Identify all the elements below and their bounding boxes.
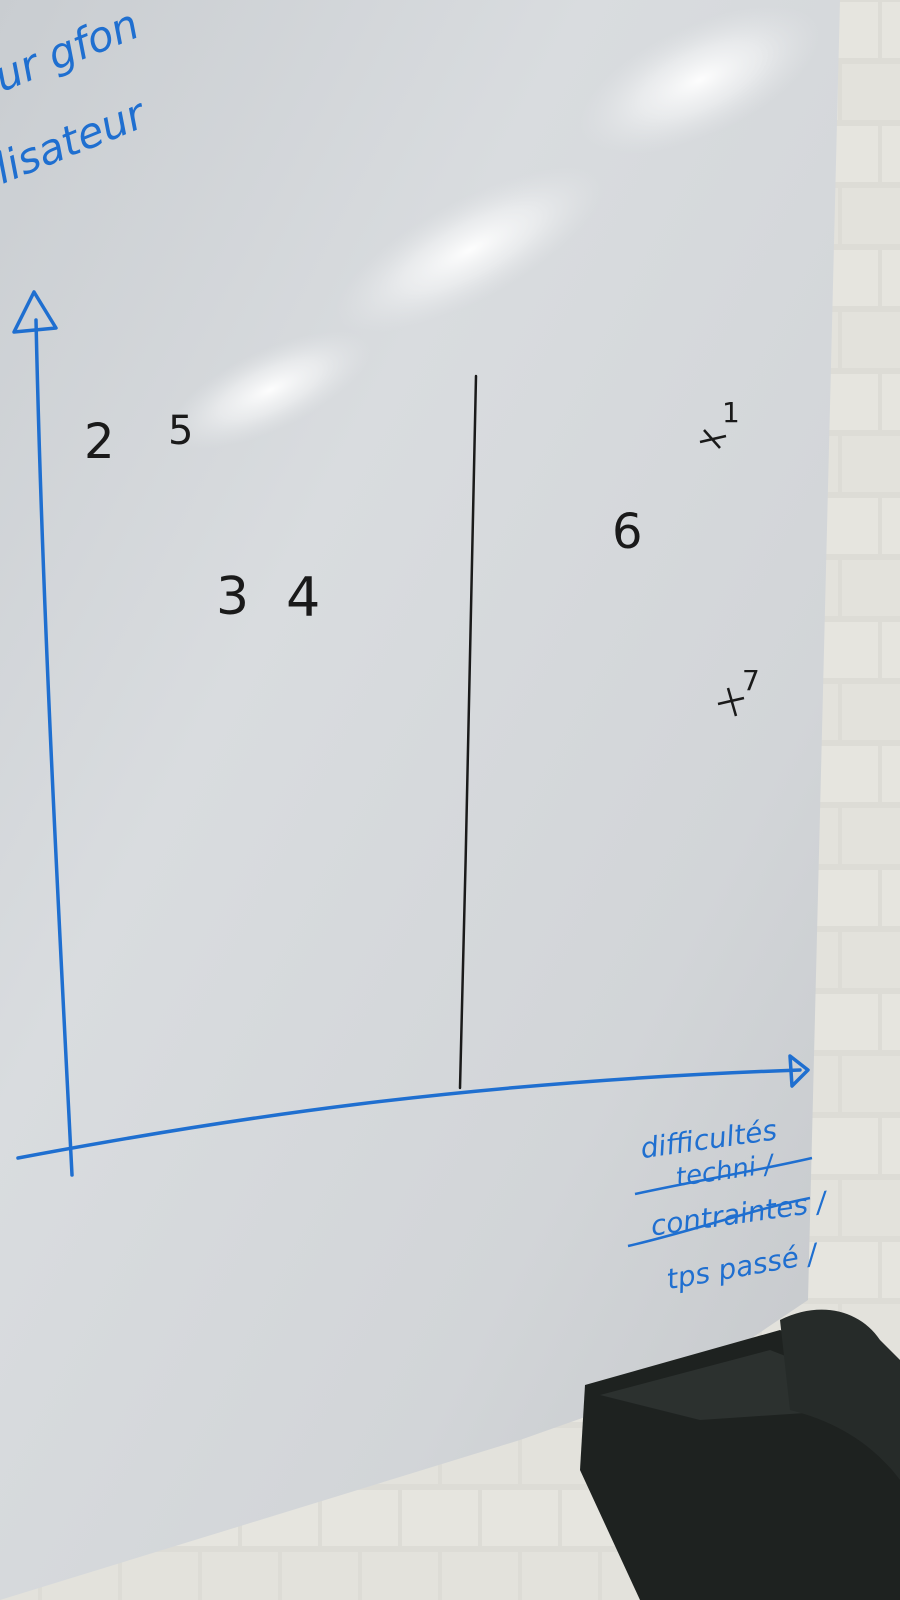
label-divider-stroke — [634, 1156, 813, 1196]
glare-reflection — [168, 331, 372, 449]
glare-reflection — [579, 5, 821, 155]
glare-reflection — [335, 166, 605, 334]
y-axis-arrowhead — [12, 290, 58, 334]
eraser — [580, 1309, 900, 1600]
mark-6: 6 — [612, 504, 643, 560]
plus-marker-7 — [717, 687, 745, 717]
mark-7: 7 — [742, 664, 760, 697]
mark-1: 1 — [722, 396, 740, 429]
vertical-divider-line — [458, 374, 478, 1090]
mark-3: 3 — [216, 567, 249, 627]
x-axis-line — [16, 1068, 802, 1160]
mark-2: 2 — [84, 414, 115, 470]
mark-5: 5 — [168, 408, 193, 454]
label-divider-stroke — [627, 1196, 811, 1248]
y-axis-line — [34, 318, 74, 1177]
mark-4: 4 — [286, 566, 320, 629]
x-axis-arrowhead — [788, 1054, 810, 1088]
plus-marker-1 — [699, 429, 727, 449]
